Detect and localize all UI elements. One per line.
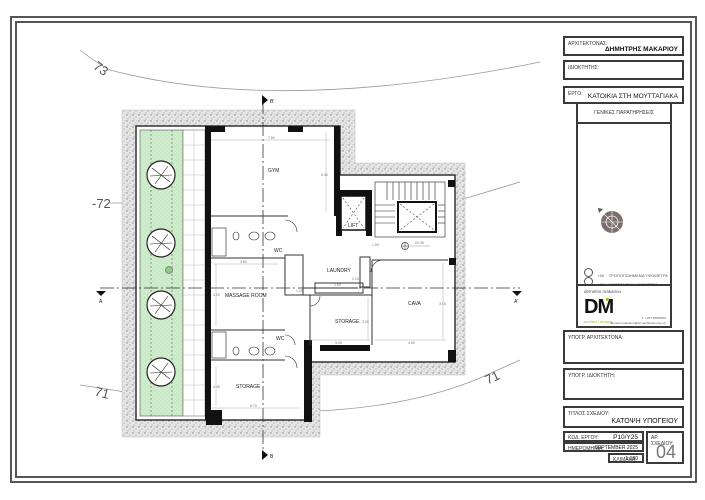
logo-contact-email: demetris.makariou@dm-architects.com.cy [609, 321, 666, 325]
section-label-b-bottom: B [270, 454, 274, 460]
contour-label-72: -72 [92, 196, 111, 211]
svg-text:4.20: 4.20 [213, 293, 220, 297]
svg-text:5.40: 5.40 [321, 173, 328, 177]
room-label-wc-1: WC [274, 248, 283, 254]
project-label: ΕΡΓΟ: [568, 91, 583, 97]
owner-row: ΙΔΙΟΚΤΗΤΗΣ: [563, 60, 684, 80]
svg-text:1.50: 1.50 [372, 243, 379, 247]
room-label-cava: CAVA [408, 301, 422, 307]
logo-name: demetris makariou [584, 289, 622, 294]
drawing-title-box: ΤΙΤΛΟΣ ΣΧΕΔΙΟΥ: ΚΑΤΟΨΗ ΥΠΟΓΕΙΟΥ [563, 406, 684, 428]
legend-row-modified: +00 ΤΡΟΠΟΠΟΙΗΜΕΝΑ ΥΨΟΜΕΤΡΑ [584, 264, 668, 282]
svg-text:5.70: 5.70 [250, 404, 257, 408]
contour-label-71-left: 71 [93, 384, 111, 402]
svg-text:3.40: 3.40 [335, 341, 342, 345]
svg-text:3.80: 3.80 [240, 260, 247, 264]
notes-header: ΓΕΝΙΚΕΣ ΠΑΡΑΤΗΡΗΣΕΙΣ [594, 110, 654, 116]
drawing-number: 04 [656, 442, 677, 462]
architect-name: ΔΗΜΗΤΡΗΣ ΜΑΚΑΡΙΟΥ [604, 46, 678, 53]
svg-text:4.50: 4.50 [408, 341, 415, 345]
svg-text:3.15: 3.15 [439, 302, 446, 306]
room-label-wc-2: WC [276, 336, 285, 342]
drawing-number-box: ΑΡ. ΣΧΕΔΙΟΥ: 04 [646, 431, 684, 464]
level-marker-icon [584, 268, 593, 278]
svg-text:7.50: 7.50 [268, 136, 275, 140]
svg-text:3.00: 3.00 [362, 320, 369, 324]
date-box: ΗΜΕΡΟΜΗΝΙΑ: SEPTEMBER 2025 [563, 442, 644, 452]
svg-text:1.50: 1.50 [334, 283, 341, 287]
scale-box: ΚΛΙΜΑΚΑ: 1:100 [608, 453, 644, 463]
north-arrow-icon [597, 207, 627, 237]
svg-text:2.10: 2.10 [352, 277, 359, 281]
project-code: P10/Y25 [613, 434, 638, 441]
notes-panel: ΓΕΝΙΚΕΣ ΠΑΡΑΤΗΡΗΣΕΙΣ +00 ΤΡΟΠΟΠΟΙΗΜΕΝΑ Υ… [576, 102, 672, 287]
architect-signature-box: ΥΠΟΓΡ. ΑΡΧΙΤΕΚΤΟΝΑ: [563, 330, 684, 364]
svg-text:1.20: 1.20 [296, 289, 303, 293]
architect-label: ΑΡΧΙΤΕΚΤΟΝΑΣ: [568, 41, 608, 47]
project-code-box: ΚΩΔ. ΕΡΓΟΥ: P10/Y25 [563, 431, 644, 442]
level-mark-value: -00.35 [414, 241, 424, 245]
logo-accent [606, 298, 609, 301]
svg-text:3.45: 3.45 [213, 385, 220, 389]
section-label-a-left: A [99, 299, 103, 305]
drawing-title: ΚΑΤΟΨΗ ΥΠΟΓΕΙΟΥ [611, 418, 678, 425]
room-label-lift: LIFT [348, 223, 358, 229]
sheet-border-outer [10, 16, 697, 483]
sheet-border-inner [15, 21, 692, 478]
section-label-a-right: A' [514, 299, 518, 305]
project-name: ΚΑΤΟΙΚΙΑ ΣΤΗ ΜΟΥΤΤΑΓΙΑΚΑ [587, 93, 678, 100]
section-label-b-top: B' [270, 99, 274, 105]
tree-icons [146, 160, 176, 387]
room-label-storage-left: STORAGE [236, 384, 261, 390]
room-label-storage-right: STORAGE [335, 319, 360, 325]
architect-row: ΑΡΧΙΤΕΚΤΟΝΑΣ: ΔΗΜΗΤΡΗΣ ΜΑΚΑΡΙΟΥ [563, 36, 684, 56]
room-label-gym: GYM [268, 168, 279, 174]
contour-label-73: 73 [91, 58, 111, 79]
room-label-massage: MASSAGE ROOM [225, 293, 267, 299]
owner-signature-box: ΥΠΟΓΡ. ΙΔΙΟΚΤΗΤΗ: [563, 368, 684, 400]
scale-value: 1:100 [625, 456, 638, 462]
owner-label: ΙΔΙΟΚΤΗΤΗΣ: [568, 65, 600, 71]
logo-panel: demetris makariou DM architect | designe… [576, 284, 672, 328]
date-value: SEPTEMBER 2025 [594, 445, 638, 451]
logo-contact-phone: T: +357 99000000 [641, 316, 666, 320]
contour-label-71-right: 71 [483, 368, 502, 388]
logo-mark: DM [584, 296, 614, 318]
room-label-laundry: LAUNDRY [327, 268, 351, 274]
logo-tagline: architect | designer [584, 320, 614, 324]
